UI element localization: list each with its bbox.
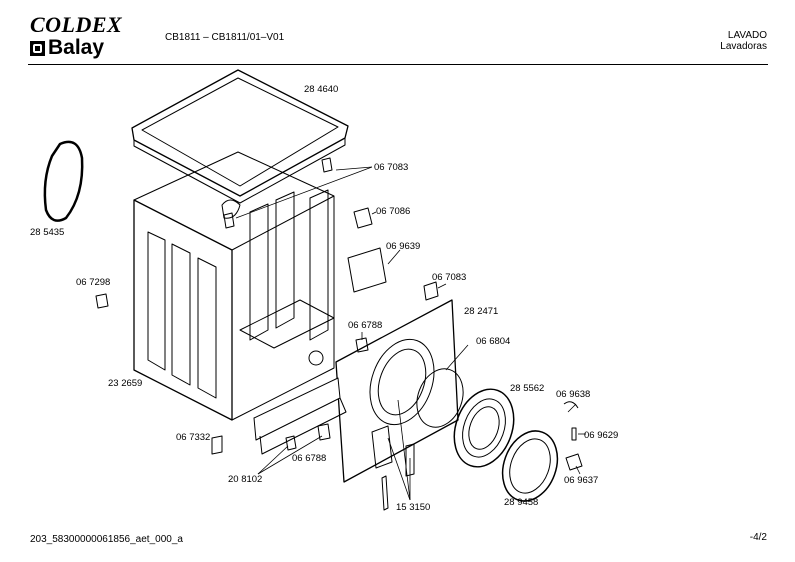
cabinet-part	[133, 151, 335, 421]
part-label: 06 9639	[386, 241, 421, 252]
model-number: CB1811 – CB1811/01–V01	[165, 32, 285, 43]
part-label: 28 2471	[464, 306, 499, 317]
category-label: LAVADO	[727, 30, 767, 41]
part-label: 06 7083	[374, 162, 409, 173]
subcategory-label: Lavadoras	[720, 41, 767, 52]
part-label: 06 6788	[292, 453, 327, 464]
balay-logo-icon	[30, 40, 45, 56]
part-label: 06 6788	[348, 320, 383, 331]
brand-balay-text: Balay	[48, 36, 105, 59]
part-label: 06 7332	[176, 432, 211, 443]
door-seal-part	[43, 140, 84, 222]
front-panel-part	[335, 299, 459, 483]
part-label: 28 5562	[510, 383, 545, 394]
brand-balay-logo: Balay	[30, 36, 104, 60]
part-label: 06 9638	[556, 389, 591, 400]
outer-door-part	[501, 430, 559, 502]
lower-trim-bar-part	[253, 377, 347, 455]
top-cover-part	[131, 69, 349, 204]
part-label: 15 3150	[396, 502, 431, 513]
header-divider	[28, 64, 768, 65]
part-label: 06 7298	[76, 277, 111, 288]
leader-lines	[235, 166, 586, 501]
part-label: 28 9458	[504, 497, 539, 508]
part-label: 06 9629	[584, 430, 619, 441]
small-parts	[95, 157, 583, 511]
part-label: 06 9637	[564, 475, 599, 486]
page-number: -4/2	[749, 532, 767, 543]
door-ring-part	[453, 388, 515, 468]
part-label: 06 7086	[376, 206, 411, 217]
document-id: 203_58300000061856_aet_000_a	[30, 534, 183, 545]
door-glass-part	[416, 368, 464, 428]
part-label: 28 5435	[30, 227, 65, 238]
part-label: 28 4640	[304, 84, 339, 95]
brand-coldex-logo: COLDEX	[30, 12, 123, 37]
part-label: 06 6804	[476, 336, 511, 347]
part-label: 06 7083	[432, 272, 467, 283]
part-label: 20 8102	[228, 474, 263, 485]
part-label: 23 2659	[108, 378, 143, 389]
